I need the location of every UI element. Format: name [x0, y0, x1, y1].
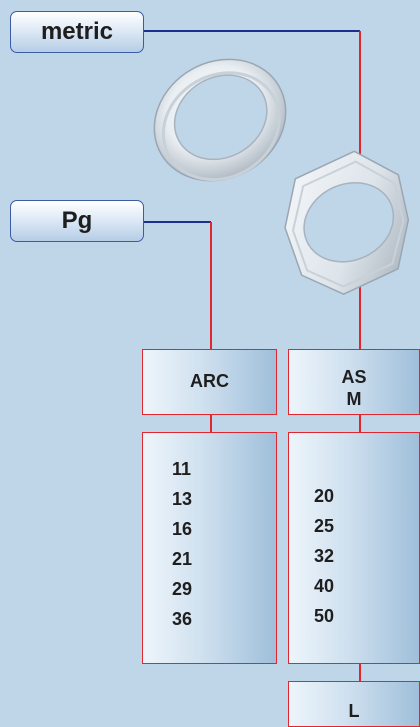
asm-header-label: AS M — [288, 366, 420, 410]
metric-tag-label: metric — [40, 18, 114, 45]
round-locknut-icon — [153, 58, 287, 182]
arc-size-item: 13 — [172, 489, 193, 509]
arc-header-box — [142, 349, 277, 415]
arc-header-label: ARC — [190, 371, 229, 391]
pg-tag: Pg — [10, 200, 144, 242]
arc-size-item: 21 — [172, 549, 193, 569]
arc-size-item: 36 — [172, 609, 193, 629]
arc-size-list: 11 13 16 21 29 36 — [172, 454, 192, 634]
metric-tag: metric — [10, 11, 144, 53]
asm-size-item: 20 — [314, 486, 335, 506]
l-box-label: L — [348, 701, 360, 721]
asm-header-line1: AS — [341, 367, 367, 387]
asm-sizes-box — [288, 432, 420, 664]
pg-tag-label: Pg — [61, 207, 93, 234]
hex-locknut-icon — [284, 150, 410, 295]
asm-size-item: 40 — [314, 576, 335, 596]
asm-size-item: 25 — [314, 516, 335, 536]
arc-size-item: 11 — [172, 459, 192, 479]
asm-header-line2: M — [346, 389, 362, 409]
arc-sizes-box — [142, 432, 277, 664]
arc-size-item: 29 — [172, 579, 193, 599]
asm-size-list: 20 25 32 40 50 — [314, 481, 334, 631]
asm-size-item: 32 — [314, 546, 335, 566]
arc-size-item: 16 — [172, 519, 193, 539]
asm-size-item: 50 — [314, 606, 335, 626]
